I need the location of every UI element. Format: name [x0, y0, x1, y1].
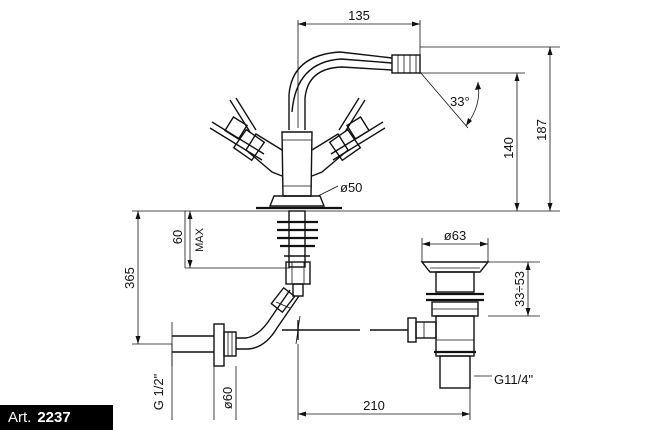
dim-max-label: MAX: [194, 227, 206, 252]
left-cross-handle: [209, 97, 265, 161]
deck: [132, 206, 560, 269]
dim-spout-reach: 135: [297, 8, 421, 128]
dim-overall-depth: 365: [122, 211, 172, 345]
dim-33-label: 33°: [450, 94, 470, 109]
dim-135-label: 135: [348, 8, 370, 23]
dim-g12-label: G 1/2": [151, 373, 166, 410]
dim-365-label: 365: [122, 267, 137, 289]
popup-rod: [282, 315, 408, 345]
dim-g114-label: G11/4": [494, 372, 533, 387]
dim-base-diameter: ø50: [268, 180, 362, 207]
dim-60-label: 60: [170, 230, 185, 244]
article-number: 2237: [37, 409, 71, 426]
dim-63-label: ø63: [444, 228, 466, 243]
spout: [288, 51, 421, 130]
right-cross-handle: [330, 97, 386, 161]
dim-140-label: 140: [501, 137, 516, 159]
article-badge: Art. 2237: [0, 405, 113, 430]
article-prefix: Art.: [8, 409, 32, 426]
dim-210-label: 210: [363, 398, 385, 413]
dim-angle: 33°: [419, 71, 481, 129]
dim-inlet: G 1/2" ø60: [151, 344, 237, 420]
dim-heights: 187 140: [420, 46, 560, 211]
inlet-valve: [171, 322, 237, 367]
dim-rosette-label: ø60: [220, 387, 235, 409]
threaded-shank: [277, 210, 318, 297]
dim-187-label: 187: [534, 119, 549, 141]
drain-assembly: ø63 33÷53 G11/4": [407, 228, 540, 389]
dim-max-deck: 60 MAX: [170, 211, 206, 268]
dim-33-53-label: 33÷53: [512, 271, 527, 307]
dim-50-label: ø50: [340, 180, 362, 195]
supply-hose: [236, 286, 300, 350]
